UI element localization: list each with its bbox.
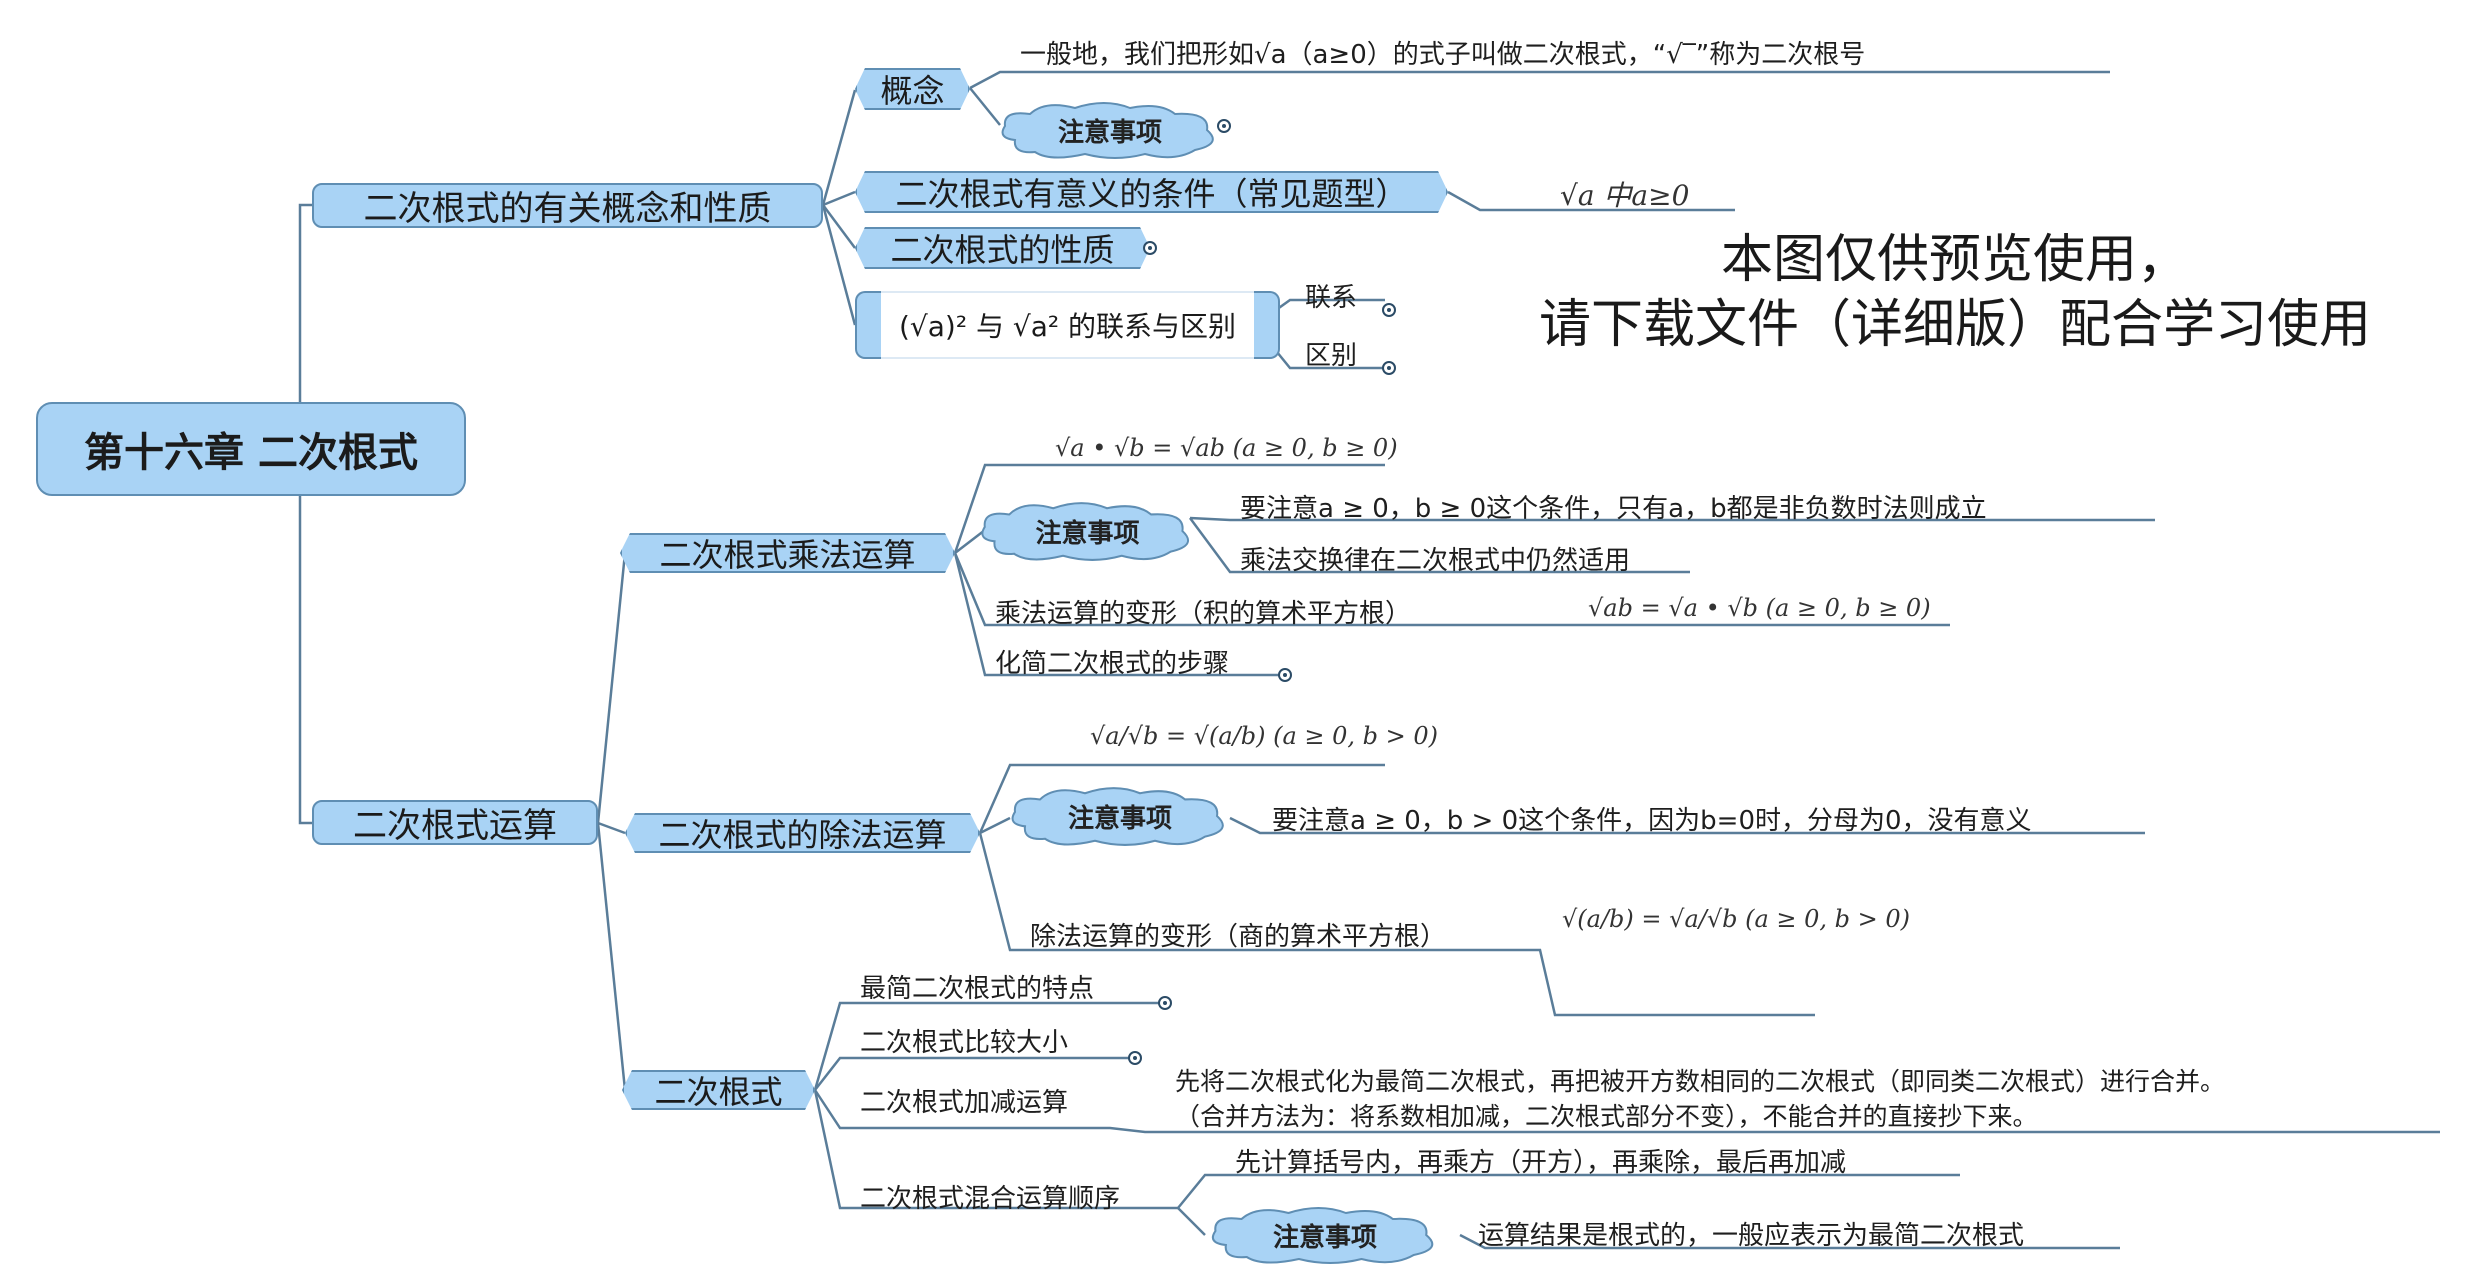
root-label: 第十六章 二次根式 xyxy=(84,430,418,476)
watermark-line-1: 本图仅供预览使用， xyxy=(1720,230,2189,290)
mixed-order-detail: 先计算括号内，再乘方（开方），再乘除，最后再加减 xyxy=(1235,1148,1847,1178)
node-property-label: 二次根式的性质 xyxy=(890,231,1115,269)
radical-item-compare: 二次根式比较大小 xyxy=(860,1028,1069,1058)
topic-operations[interactable]: 二次根式运算 xyxy=(312,800,598,846)
mixed-note-label: 注意事项 xyxy=(1272,1222,1377,1253)
divide-note-item: 要注意a ≥ 0，b > 0这个条件，因为b=0时，分母为0，没有意义 xyxy=(1272,806,2032,836)
expand-simplify-icon[interactable] xyxy=(1278,668,1292,682)
cloud-shape-icon xyxy=(1001,102,1214,159)
node-divide-label: 二次根式的除法运算 xyxy=(658,816,947,854)
expand-concept-note-icon[interactable] xyxy=(1217,119,1231,133)
node-divide[interactable]: 二次根式的除法运算 xyxy=(625,813,980,853)
expand-link-icon[interactable] xyxy=(1382,303,1396,317)
multiply-formula: √a • √b = √ab (a ≥ 0, b ≥ 0) xyxy=(1055,434,1398,462)
divide-formula: √a/√b = √(a/b) (a ≥ 0, b > 0) xyxy=(1090,722,1439,750)
topic-operations-label: 二次根式运算 xyxy=(353,806,557,846)
radical-item-addsub: 二次根式加减运算 xyxy=(860,1088,1069,1118)
divide-variant: 除法运算的变形（商的算术平方根） xyxy=(1030,922,1447,952)
expand-simplest-icon[interactable] xyxy=(1158,996,1172,1010)
multiply-note-item-2: 乘法交换律在二次根式中仍然适用 xyxy=(1240,546,1631,576)
relation-child-link: 联系 xyxy=(1305,283,1358,313)
concept-note-cloud[interactable]: 注意事项 xyxy=(995,100,1225,160)
multiply-note-item-1: 要注意a ≥ 0，b ≥ 0这个条件，只有a，b都是非负数时法则成立 xyxy=(1240,494,1987,524)
node-condition[interactable]: 二次根式有意义的条件（常见题型） xyxy=(855,171,1448,213)
node-relation[interactable]: (√a)² 与 √a² 的联系与区别 xyxy=(855,291,1280,359)
relation-label: (√a)² 与 √a² 的联系与区别 xyxy=(881,291,1254,359)
addsub-detail-line-2: （合并方法为：将系数相加减，二次根式部分不变），不能合并的直接抄下来。 xyxy=(1175,1102,2038,1131)
node-concept[interactable]: 概念 xyxy=(855,68,970,110)
cloud-shape-icon xyxy=(1211,1207,1434,1264)
mixed-note-item: 运算结果是根式的，一般应表示为最简二次根式 xyxy=(1478,1221,2025,1251)
expand-property-icon[interactable] xyxy=(1143,241,1157,255)
multiply-note-label: 注意事项 xyxy=(1035,518,1140,549)
addsub-detail-line-1: 先将二次根式化为最简二次根式，再把被开方数相同的二次根式（即同类二次根式）进行合… xyxy=(1175,1067,2226,1096)
radical-item-mixed: 二次根式混合运算顺序 xyxy=(860,1184,1121,1214)
multiply-variant: 乘法运算的变形（积的算术平方根） xyxy=(995,599,1412,629)
condition-detail: √a 中a≥0 xyxy=(1560,179,1690,212)
relation-cap-left xyxy=(855,291,881,359)
watermark-line-2: 请下载文件（详细版）配合学习使用 xyxy=(1538,295,2371,355)
concept-definition: 一般地，我们把形如√a（a≥0）的式子叫做二次根式，“√‾”称为二次根号 xyxy=(1020,40,1866,70)
node-concept-label: 概念 xyxy=(880,72,945,110)
expand-difference-icon[interactable] xyxy=(1382,361,1396,375)
relation-child-difference: 区别 xyxy=(1305,341,1358,371)
cloud-shape-icon xyxy=(1011,787,1224,846)
topic-concepts-properties-label: 二次根式的有关概念和性质 xyxy=(363,189,772,229)
root-node[interactable]: 第十六章 二次根式 xyxy=(36,402,466,496)
node-radical[interactable]: 二次根式 xyxy=(622,1070,815,1110)
node-multiply-label: 二次根式乘法运算 xyxy=(659,536,916,574)
expand-compare-icon[interactable] xyxy=(1128,1051,1142,1065)
topic-concepts-properties[interactable]: 二次根式的有关概念和性质 xyxy=(312,183,823,229)
node-multiply[interactable]: 二次根式乘法运算 xyxy=(620,533,955,573)
multiply-simplify-steps: 化简二次根式的步骤 xyxy=(995,649,1230,679)
node-property[interactable]: 二次根式的性质 xyxy=(855,227,1150,269)
multiply-variant-formula: √ab = √a • √b (a ≥ 0, b ≥ 0) xyxy=(1588,594,1931,622)
multiply-note-cloud[interactable]: 注意事项 xyxy=(975,500,1200,562)
concept-note-label: 注意事项 xyxy=(1057,117,1162,148)
relation-cap-right xyxy=(1254,291,1280,359)
mixed-note-cloud[interactable]: 注意事项 xyxy=(1205,1205,1445,1265)
cloud-shape-icon xyxy=(981,502,1190,561)
radical-item-simplest: 最简二次根式的特点 xyxy=(860,974,1095,1004)
divide-note-cloud[interactable]: 注意事项 xyxy=(1005,785,1235,847)
divide-note-label: 注意事项 xyxy=(1067,803,1172,834)
divide-variant-formula: √(a/b) = √a/√b (a ≥ 0, b > 0) xyxy=(1562,905,1911,933)
node-condition-label: 二次根式有意义的条件（常见题型） xyxy=(895,175,1408,213)
node-radical-label: 二次根式 xyxy=(654,1073,783,1111)
preview-watermark: 本图仅供预览使用， 请下载文件（详细版）配合学习使用 xyxy=(1515,228,2395,358)
